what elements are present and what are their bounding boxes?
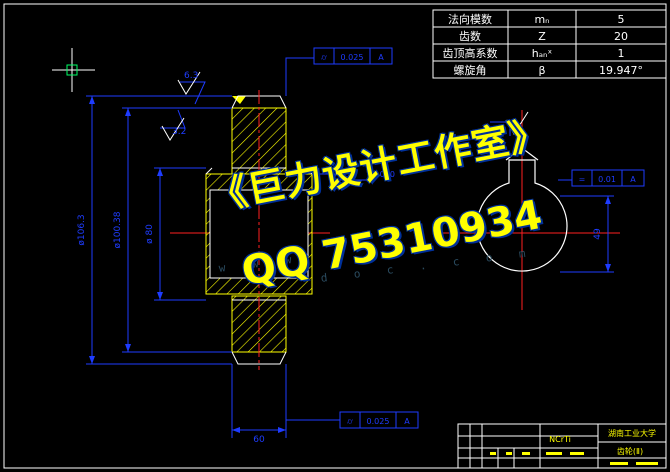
dim-face-width: 60 [253, 435, 265, 445]
tol-keyway-value: 0.01 [598, 175, 616, 184]
dim-mid-dia: ø100.38 [113, 211, 123, 248]
dimension-arrows [89, 96, 611, 433]
title-organization: 湖南工业大学 [608, 428, 656, 438]
dim-left-dia: ø106.3 [77, 214, 87, 245]
tolerance-frame-keyway [571, 169, 645, 187]
tol-bottom-symbol: ⌭ [347, 417, 353, 426]
param-symbol-module: mₙ [534, 13, 549, 26]
param-label-helix: 螺旋角 [454, 63, 487, 77]
tol-top-value: 0.025 [341, 53, 364, 62]
title-part-name: 齿轮(Ⅱ) [617, 446, 643, 456]
param-symbol-teeth: Z [538, 30, 546, 43]
param-value-teeth: 20 [614, 30, 628, 43]
roughness-symbols [161, 71, 529, 141]
title-material: NCrTi [549, 435, 571, 444]
tolerance-frame-bottom [339, 411, 419, 429]
roughness-top-value: 6.3 [184, 71, 198, 81]
keyway-view [476, 147, 568, 272]
ucs-crosshair-icon [52, 48, 95, 92]
param-label-addendum: 齿顶高系数 [443, 46, 498, 60]
drawing-border [3, 3, 667, 469]
gear-section [205, 90, 313, 370]
param-value-module: 5 [618, 13, 625, 26]
tol-keyway-symbol: = [579, 175, 586, 184]
tol-mid-value: 0.020 [372, 170, 395, 179]
tol-bottom-datum: A [404, 417, 410, 426]
param-value-addendum: 1 [618, 47, 625, 60]
tol-top-datum: A [378, 53, 384, 62]
title-block [457, 423, 667, 469]
parameter-table [432, 9, 667, 79]
tol-bottom-value: 0.025 [367, 417, 390, 426]
tolerance-frame-top [313, 47, 393, 65]
title-block-marks [490, 452, 658, 465]
dimension-lines [86, 57, 614, 438]
param-symbol-addendum: hₐₙˣ [532, 47, 553, 60]
param-value-helix: 19.947° [599, 64, 643, 77]
roughness-2-value: 3.2 [172, 127, 186, 137]
tol-keyway-datum: A [630, 175, 636, 184]
dim-key-depth: 49 [593, 228, 603, 240]
param-symbol-helix: β [538, 64, 545, 77]
param-label-module: 法向模数 [448, 12, 492, 26]
tol-top-symbol: ⌭ [321, 53, 327, 62]
dim-bore-dia: ø 80 [145, 224, 155, 244]
param-label-teeth: 齿数 [459, 30, 481, 43]
